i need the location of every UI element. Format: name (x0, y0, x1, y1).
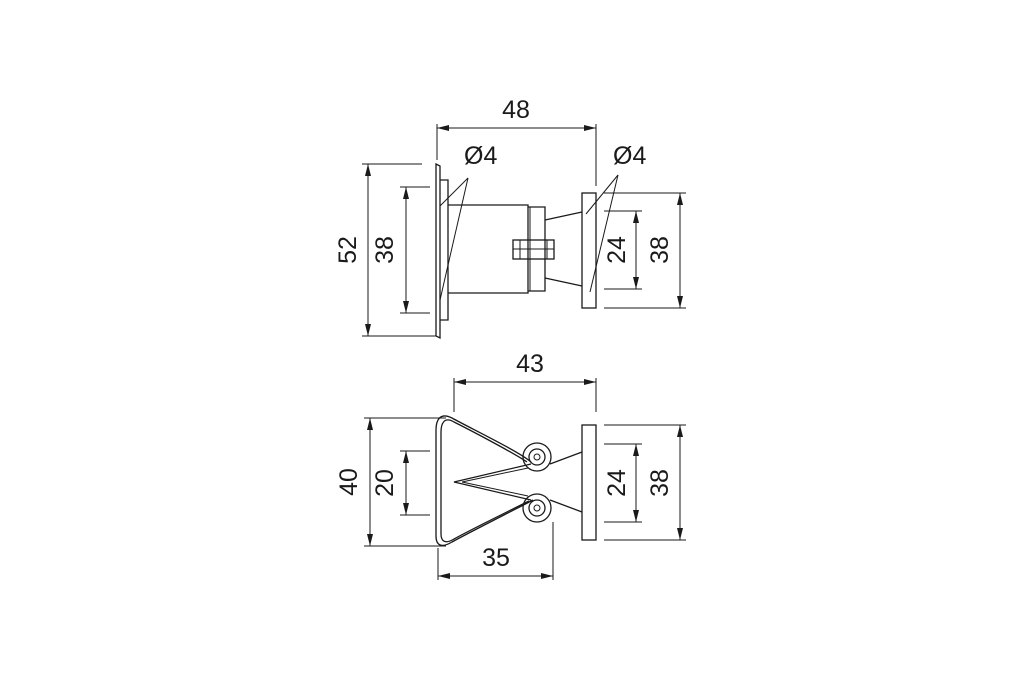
dim-top-catch-height: 38 (646, 236, 674, 264)
dim-bottom-clip-width: 35 (482, 544, 510, 572)
dim-top-width: 48 (502, 96, 530, 124)
clip-tongue (453, 463, 532, 501)
bottom-view: 43 40 20 35 24 38 (335, 350, 686, 580)
dim-bottom-height: 40 (335, 468, 363, 496)
spring-clip (435, 415, 534, 547)
base-collar (440, 179, 449, 321)
dim-bottom-catch-inner: 24 (603, 469, 631, 497)
dim-top-inner-height: 38 (371, 236, 399, 264)
dim-hole-left: Ø4 (464, 142, 497, 170)
catch-cone-bottom (549, 451, 583, 513)
dim-hole-right: Ø4 (613, 142, 646, 170)
top-view: 48 52 38 Ø4 Ø4 24 38 (334, 96, 686, 340)
catch-plate-bottom (581, 424, 597, 541)
dim-bottom-catch-height: 38 (646, 469, 674, 497)
catch-plate (581, 192, 597, 309)
dim-bottom-width: 43 (516, 350, 544, 378)
dim-bottom-gap: 20 (371, 469, 399, 497)
coil-upper (522, 442, 552, 472)
wall-plate (435, 162, 441, 340)
coil-lower (522, 493, 552, 523)
catch-cone (544, 211, 583, 287)
dim-top-catch-inner: 24 (603, 236, 631, 264)
dim-top-plate-height: 52 (334, 236, 362, 264)
